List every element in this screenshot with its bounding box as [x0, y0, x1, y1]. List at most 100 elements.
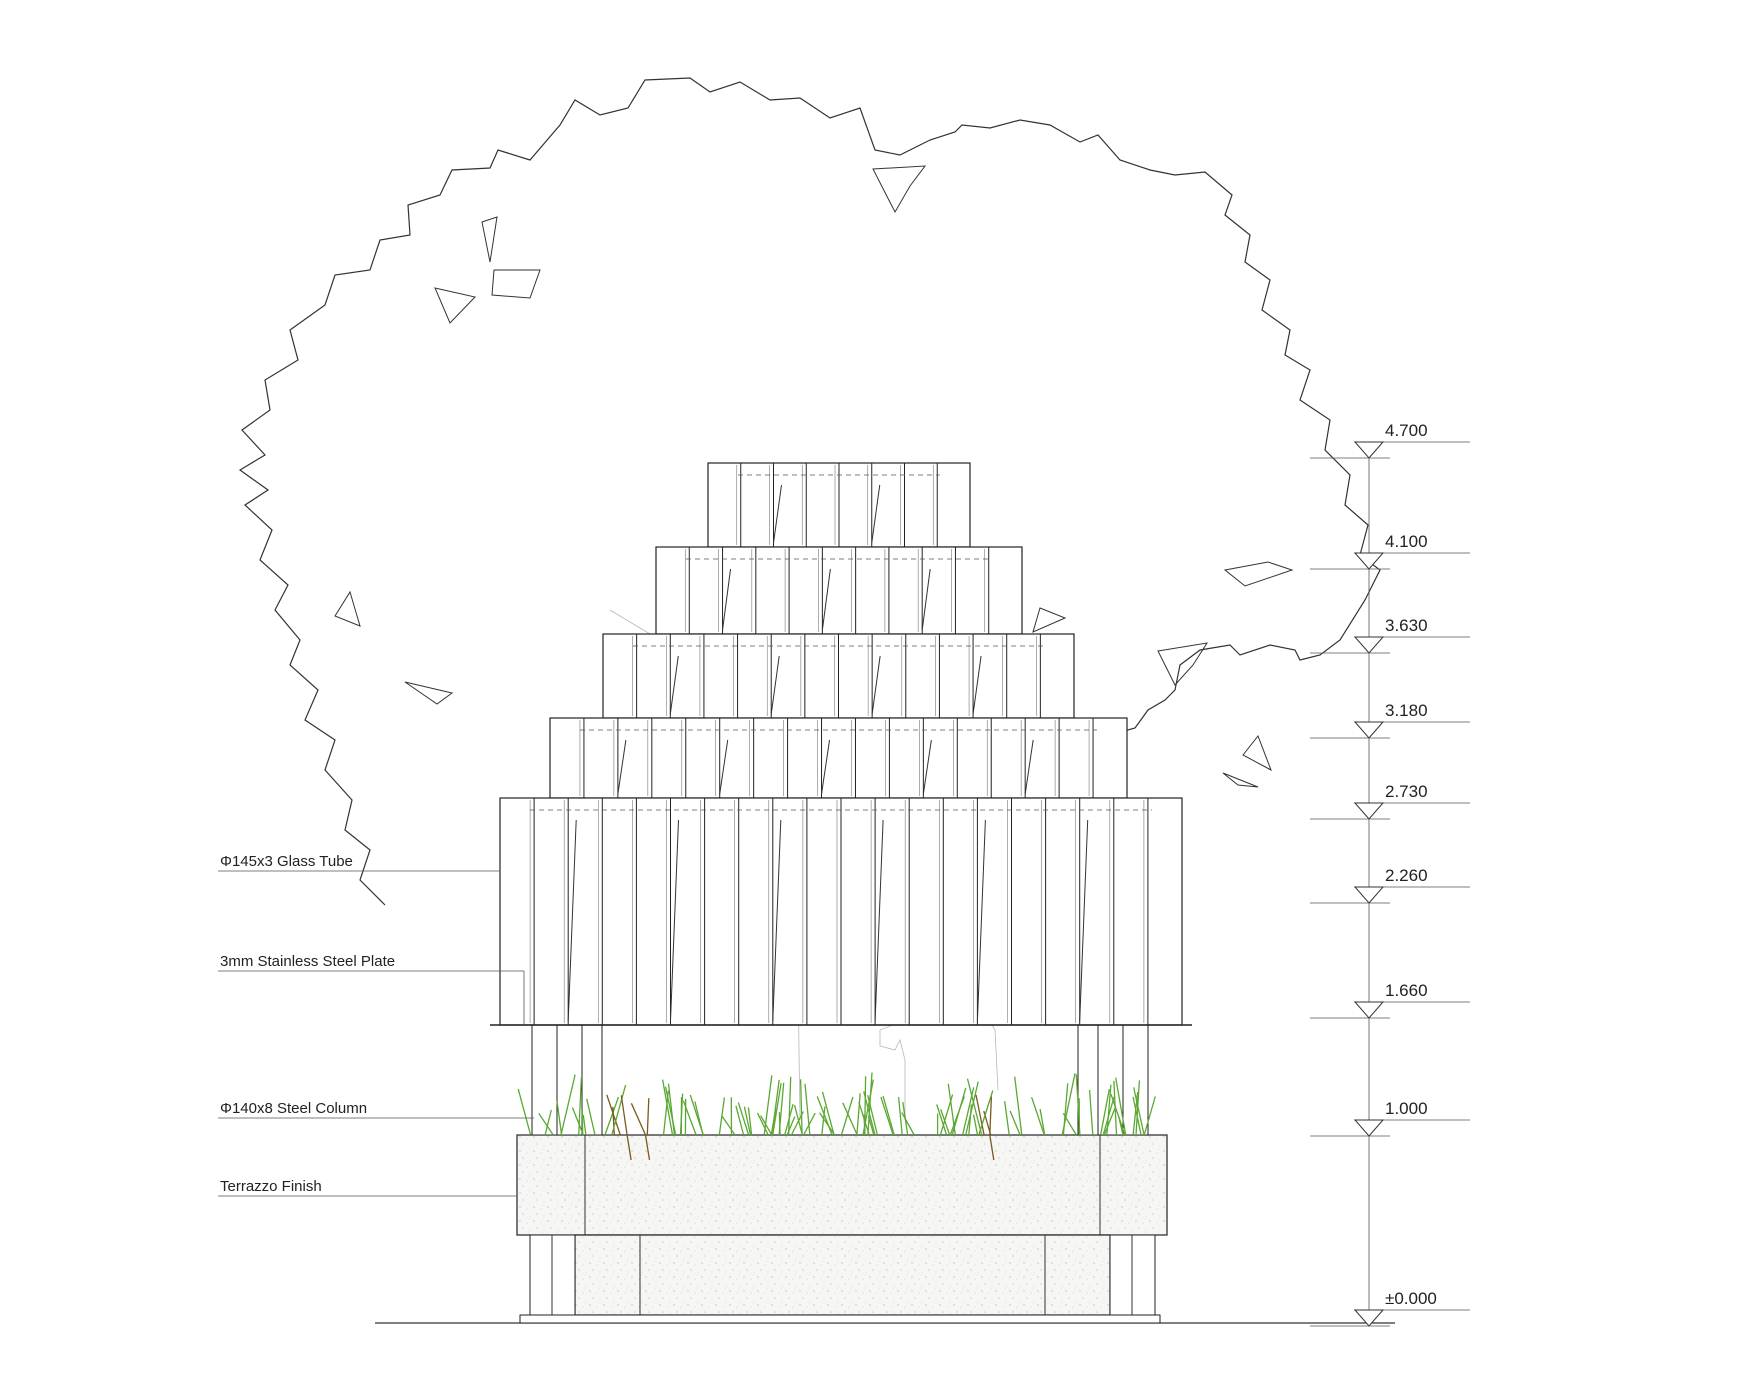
plant-stem: [940, 1109, 951, 1136]
annotation-steel-plate: 3mm Stainless Steel Plate: [220, 953, 395, 970]
plant-stem: [612, 1106, 615, 1136]
level-marker-icon: [1353, 552, 1385, 570]
plant-stem: [790, 1111, 804, 1136]
level-marker-icon: [1353, 1119, 1385, 1137]
steel-columns: [531, 1024, 1149, 1136]
level-marker-icon: [1353, 636, 1385, 654]
plant-stem: [735, 1105, 745, 1136]
tree-canopy-outline: [238, 77, 1381, 906]
plant-stem: [1099, 1088, 1110, 1136]
plant-stem: [1039, 1108, 1046, 1136]
plant-stem: [772, 1083, 782, 1136]
plant-stem: [1113, 1080, 1118, 1136]
plant-stem: [882, 1095, 895, 1136]
plant-stem: [968, 1104, 973, 1136]
plant-stem: [682, 1100, 697, 1136]
plant-stem: [718, 1097, 726, 1136]
glass-tube-pavilion: [490, 462, 1192, 1026]
plant-stem: [965, 1081, 979, 1136]
plant-stem: [867, 1072, 873, 1136]
annotation-steel-column: Φ140x8 Steel Column: [220, 1100, 367, 1117]
plant-stem: [975, 1094, 985, 1136]
plant-stem: [880, 1096, 894, 1136]
plant-stem: [662, 1090, 670, 1136]
plant-stem: [646, 1098, 650, 1136]
plant-stem: [821, 1091, 835, 1136]
plant-stem: [1062, 1083, 1069, 1136]
level-marker-icon: [1353, 721, 1385, 739]
plant-stem: [1133, 1087, 1145, 1136]
plant-stem: [630, 1103, 647, 1136]
plant-stem: [961, 1087, 975, 1136]
plant-stem: [743, 1106, 752, 1136]
plant-stem: [1115, 1077, 1127, 1136]
plant-stem: [819, 1112, 836, 1136]
plant-stem: [978, 1090, 994, 1136]
plant-stem: [1004, 1101, 1010, 1136]
plant-stem: [586, 1098, 596, 1136]
level-label: ±0.000: [1385, 1289, 1437, 1308]
plant-stem: [778, 1112, 781, 1136]
level-marker-icon: [1353, 1309, 1385, 1327]
plant-stem: [606, 1094, 621, 1136]
planting: [517, 1072, 1156, 1161]
plant-stem: [1135, 1080, 1141, 1136]
pavilion-tier-2: [655, 546, 1023, 635]
plant-stem: [863, 1114, 866, 1136]
plant-stem: [694, 1101, 704, 1136]
plant-stem: [989, 1134, 995, 1161]
plant-stem: [901, 1112, 915, 1136]
level-label: 1.660: [1385, 981, 1428, 1000]
level-marker-icon: [1353, 802, 1385, 820]
plant-stem: [821, 1106, 826, 1136]
level-marker-icon: [1353, 1001, 1385, 1019]
level-label: 1.000: [1385, 1099, 1428, 1118]
plant-stem: [1088, 1089, 1094, 1136]
pavilion-tier-4: [549, 717, 1128, 799]
terrazzo-base: [516, 1134, 1168, 1324]
plant-stem: [1132, 1091, 1139, 1136]
plant-stem: [604, 1096, 620, 1136]
level-markers: 4.7004.1003.6303.1802.7302.2601.6601.000…: [1310, 421, 1470, 1327]
plant-stem: [1009, 1110, 1021, 1136]
plant-stem: [763, 1075, 773, 1136]
plant-stem: [840, 1096, 854, 1136]
plant-stem: [721, 1115, 736, 1136]
plant-stem: [582, 1114, 587, 1136]
pavilion-tier-5: [499, 797, 1183, 1026]
plant-stem: [756, 1112, 769, 1136]
plant-stem: [664, 1086, 677, 1136]
plant-stem: [803, 1112, 816, 1136]
plant-stem: [661, 1079, 674, 1136]
plant-stem: [1014, 1076, 1023, 1136]
level-label: 2.260: [1385, 866, 1428, 885]
plant-stem: [939, 1094, 954, 1136]
plant-stem: [816, 1096, 833, 1136]
plant-stem: [947, 1083, 956, 1136]
plant-stem: [667, 1083, 676, 1136]
plant-stem: [936, 1104, 948, 1136]
plant-stem: [897, 1097, 903, 1136]
plant-stem: [972, 1114, 979, 1136]
plant-stem: [949, 1096, 965, 1136]
plant-stem: [544, 1109, 552, 1136]
plant-stem: [760, 1115, 773, 1136]
annotation-terrazzo: Terrazzo Finish: [220, 1178, 322, 1195]
plant-stem: [538, 1112, 554, 1136]
plant-stem: [786, 1116, 796, 1136]
plant-stem: [1075, 1074, 1081, 1136]
plant-stem: [842, 1102, 858, 1136]
level-marker-icon: [1353, 886, 1385, 904]
plant-stem: [1062, 1112, 1077, 1136]
pavilion-tier-1: [707, 462, 971, 548]
level-label: 3.630: [1385, 616, 1428, 635]
plant-stem: [644, 1134, 651, 1161]
annotation-glass-tube: Φ145x3 Glass Tube: [220, 853, 353, 870]
plant-stem: [856, 1093, 861, 1136]
plant-stem: [560, 1074, 576, 1136]
annotation-leaders: [218, 870, 534, 1197]
plant-stem: [1106, 1084, 1112, 1136]
plant-stem: [626, 1134, 632, 1161]
plant-stem: [1030, 1096, 1045, 1136]
